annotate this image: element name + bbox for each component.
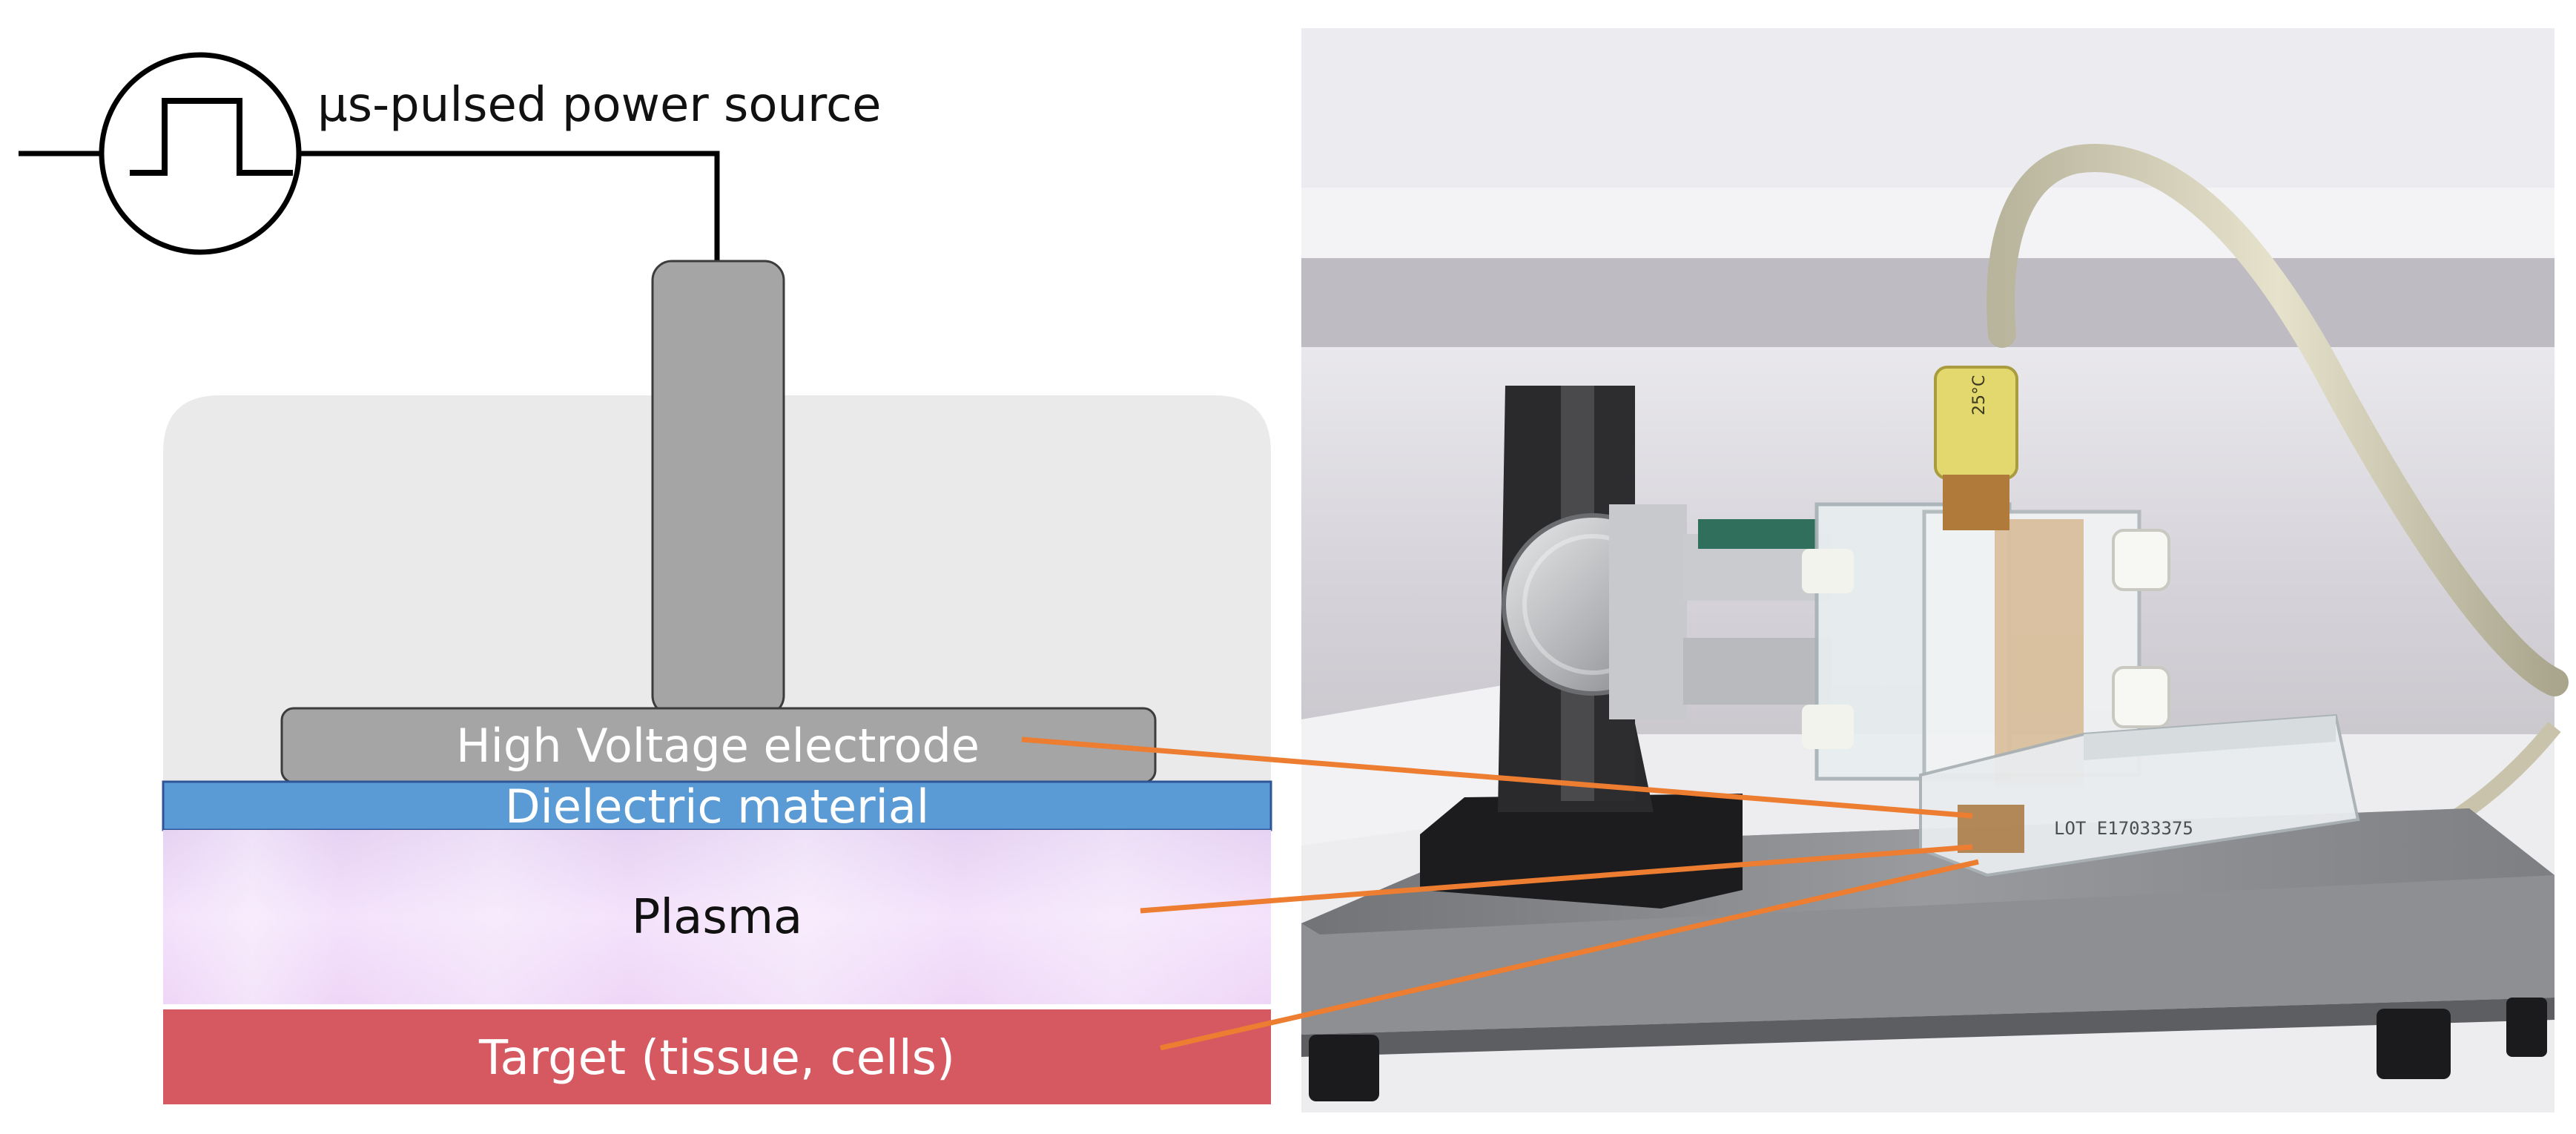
leader-electrode bbox=[1021, 736, 1973, 819]
electrode-post bbox=[651, 260, 785, 716]
stage-stand bbox=[1420, 794, 1743, 909]
power-source-label: µs-pulsed power source bbox=[317, 78, 882, 133]
leader-lines bbox=[1021, 736, 1979, 1051]
supply-wire bbox=[299, 151, 720, 261]
leader-target bbox=[1160, 859, 1979, 1051]
dielectric-label: Dielectric material bbox=[505, 779, 929, 834]
sleeve-text: 25°C bbox=[1970, 375, 1989, 415]
plasma-label: Plasma bbox=[632, 890, 803, 945]
pulse-source-icon bbox=[19, 52, 302, 255]
plasma-streaks bbox=[163, 830, 1271, 1004]
cable-main bbox=[1987, 144, 2569, 696]
leader-plasma bbox=[1140, 844, 1973, 914]
schematic: µs-pulsed power source High Voltage elec… bbox=[19, 52, 1272, 1104]
plate-text: LOT E17033375 bbox=[2054, 818, 2193, 839]
target-label: Target (tissue, cells) bbox=[478, 1031, 955, 1086]
device-photo: 25°C LOT E17033375 bbox=[1301, 28, 2569, 1112]
target-layer bbox=[163, 1009, 1271, 1104]
electrode-label: High Voltage electrode bbox=[456, 719, 980, 773]
